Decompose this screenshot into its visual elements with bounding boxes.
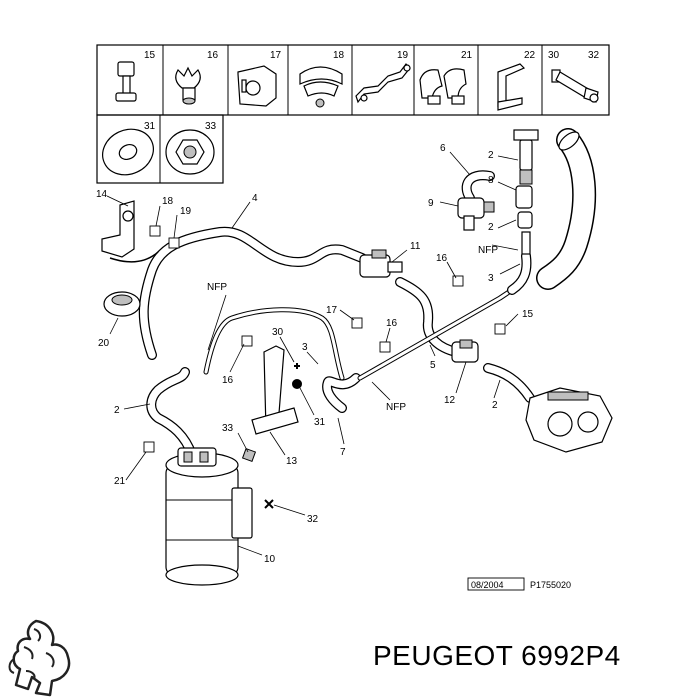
grommet-20-icon <box>103 291 141 317</box>
bracket-22-icon <box>497 63 526 111</box>
callout-18: 18 <box>162 196 174 207</box>
callout-32: 32 <box>307 514 319 525</box>
throttle-body-icon <box>525 387 613 453</box>
parts-legend-grid: 15 16 17 18 19 21 22 30 32 31 33 <box>96 44 610 184</box>
callout-2-mid: 2 <box>488 222 494 233</box>
legend-label-32: 32 <box>588 50 600 61</box>
clip-square-16c <box>241 335 253 347</box>
nfp-label-bottom: NFP <box>386 402 406 413</box>
callout-4: 4 <box>252 193 258 204</box>
callout-16-mid: 16 <box>386 318 398 329</box>
clip-19-icon <box>355 63 411 104</box>
callout-2-bottom: 2 <box>492 400 498 411</box>
clip-18-icon <box>299 66 343 108</box>
tee-fitting-icon <box>513 129 539 185</box>
hose-big-right <box>536 128 597 290</box>
hose-2-bottom <box>483 363 535 403</box>
callout-19: 19 <box>180 206 192 217</box>
valve-9-icon <box>457 197 495 231</box>
bolt-32-marker <box>264 499 274 509</box>
clip-square-17 <box>351 317 363 329</box>
callout-16-upper: 16 <box>436 253 448 264</box>
legend-label-19: 19 <box>397 50 409 61</box>
brand-part-number: PEUGEOT 6992P4 <box>373 640 621 671</box>
bracket-13-icon <box>251 345 299 435</box>
clip-15-icon <box>115 61 137 102</box>
bolt-30-marker <box>294 363 300 369</box>
clip-square-16a <box>452 275 464 287</box>
reference-block: 08/2004 P1755020 <box>467 577 571 591</box>
legend-label-18: 18 <box>333 50 345 61</box>
callout-16-left: 16 <box>222 375 234 386</box>
legend-label-22: 22 <box>524 50 536 61</box>
valve-11-icon <box>359 249 403 278</box>
bolt-30-icon <box>551 69 599 103</box>
callout-10: 10 <box>264 554 276 565</box>
callout-6: 6 <box>440 143 446 154</box>
nut-33-marker <box>241 447 257 463</box>
legend-label-30: 30 <box>548 50 560 61</box>
callout-3-mid: 3 <box>302 342 308 353</box>
callout-14: 14 <box>96 189 108 200</box>
callout-30: 30 <box>272 327 284 338</box>
callout-8: 8 <box>488 175 494 186</box>
callout-5: 5 <box>430 360 436 371</box>
legend-label-15: 15 <box>144 50 156 61</box>
nfp-label-right: NFP <box>478 245 498 256</box>
callout-15: 15 <box>522 309 534 320</box>
hose-6 <box>461 170 495 203</box>
connector-8-icon <box>515 185 533 255</box>
clip-square-21 <box>143 441 155 453</box>
clip-square-19 <box>168 237 180 249</box>
callout-2-left: 2 <box>114 405 120 416</box>
legend-label-16: 16 <box>207 50 219 61</box>
callout-12: 12 <box>444 395 456 406</box>
clip-square-15 <box>494 323 506 335</box>
hose-5 <box>395 277 461 357</box>
legend-label-17: 17 <box>270 50 282 61</box>
peugeot-lion-logo-icon <box>8 619 71 697</box>
hose-7 <box>322 373 361 413</box>
callout-9: 9 <box>428 198 434 209</box>
callout-7: 7 <box>340 447 346 458</box>
legend-label-21: 21 <box>461 50 473 61</box>
valve-12-icon <box>451 339 479 363</box>
callout-3-right: 3 <box>488 273 494 284</box>
hose-nfp-left <box>203 307 345 381</box>
washer-31-icon <box>102 128 154 176</box>
canister-10-icon <box>165 447 253 586</box>
bracket-14-icon <box>101 200 159 263</box>
clip-square-18 <box>149 225 161 237</box>
callout-21: 21 <box>114 476 126 487</box>
hose-3-right <box>507 251 532 295</box>
callout-33: 33 <box>222 423 234 434</box>
legend-label-33: 33 <box>205 121 217 132</box>
reference-code: P1755020 <box>530 580 571 590</box>
nut-33-icon <box>165 129 215 175</box>
legend-label-31: 31 <box>144 121 156 132</box>
washer-31-marker <box>292 379 302 389</box>
hose-4 <box>138 226 367 360</box>
callout-31: 31 <box>314 417 326 428</box>
date-code: 08/2004 <box>471 580 504 590</box>
leader-lines <box>106 151 521 556</box>
callout-20: 20 <box>98 338 110 349</box>
callout-labels: 14 18 19 4 20 2 21 6 2 8 9 2 11 16 3 17 … <box>96 143 534 565</box>
clip-square-16b <box>379 341 391 353</box>
clip-16-icon <box>175 66 201 105</box>
callout-13: 13 <box>286 456 298 467</box>
hose-2-left <box>146 367 197 460</box>
callout-11: 11 <box>410 241 421 252</box>
callout-17: 17 <box>326 305 338 316</box>
clip-21-icon <box>419 68 467 105</box>
callout-2-top: 2 <box>488 150 494 161</box>
nfp-label-left: NFP <box>207 282 227 293</box>
clip-17-icon <box>237 65 277 107</box>
